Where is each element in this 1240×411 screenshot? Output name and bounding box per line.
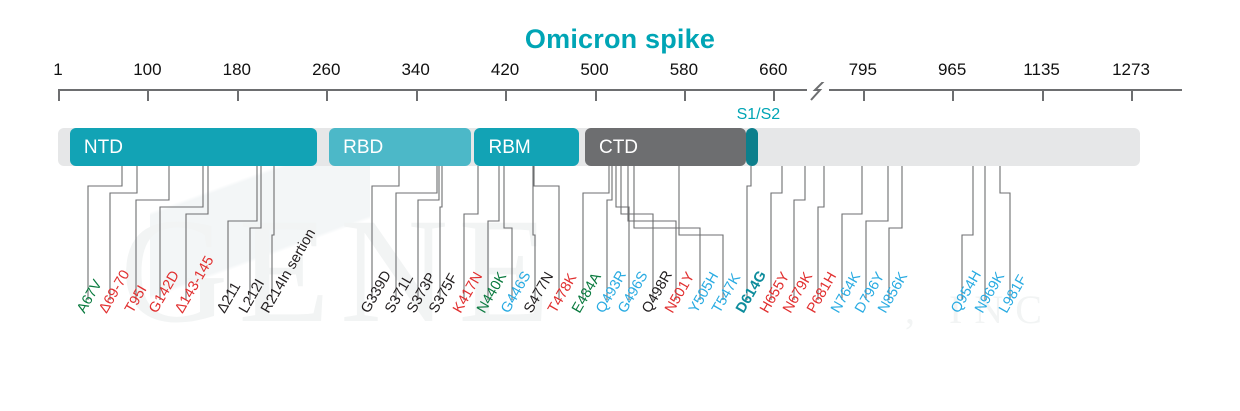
chart-title: Omicron spike xyxy=(524,24,716,54)
axis-tick xyxy=(862,91,865,101)
axis-tick xyxy=(1041,91,1044,101)
leader-line xyxy=(532,166,536,300)
leader-line xyxy=(627,166,677,300)
leader-line xyxy=(770,166,783,300)
axis-tick xyxy=(58,91,60,101)
domain-label-ntd: NTD xyxy=(83,137,123,158)
domain-label-ctd: CTD xyxy=(598,137,639,158)
axis-tick xyxy=(773,91,776,101)
axis-tick xyxy=(415,91,418,101)
leader-line xyxy=(606,166,613,300)
axis-tick-label: 340 xyxy=(401,60,430,79)
s1-s2-cleavage-label: S1/S2 xyxy=(736,106,781,123)
leader-line xyxy=(620,166,654,300)
leader-line xyxy=(109,166,138,300)
axis-tick-label: 965 xyxy=(937,60,967,79)
leader-line xyxy=(961,166,974,300)
axis-tick-label: 500 xyxy=(580,60,609,79)
domain-segment-s1-s2 xyxy=(746,128,759,166)
leader-line xyxy=(633,166,701,300)
leader-line xyxy=(865,166,889,300)
leader-line xyxy=(487,166,500,300)
leader-line xyxy=(888,166,903,300)
axis-tick-label: 1135 xyxy=(1023,60,1060,79)
axis-tick-label: 420 xyxy=(490,60,520,79)
axis-line xyxy=(58,89,1182,91)
axis-tick xyxy=(683,91,686,101)
leader-line xyxy=(841,166,863,300)
axis-tick xyxy=(147,91,150,101)
leader-line xyxy=(87,166,123,300)
leader-line xyxy=(746,166,752,300)
leader-line xyxy=(678,166,724,300)
leader-line xyxy=(533,166,560,300)
domain-segment-ctd xyxy=(584,128,746,166)
axis-tick-label: 660 xyxy=(759,60,788,79)
axis-tick-label: 795 xyxy=(848,60,877,79)
leader-line xyxy=(999,166,1011,300)
axis-tick xyxy=(505,91,508,101)
axis-tick xyxy=(952,91,955,101)
leader-line xyxy=(395,166,438,300)
mutation-label: T95I xyxy=(122,282,151,316)
axis-tick-label: 580 xyxy=(669,60,699,79)
axis-tick xyxy=(594,91,597,101)
leader-line xyxy=(417,166,440,300)
axis-break-icon xyxy=(807,82,830,102)
leader-line xyxy=(371,166,400,300)
leader-line xyxy=(817,166,825,300)
leader-line xyxy=(439,166,443,300)
domain-label-rbm: RBM xyxy=(488,137,531,158)
leader-line xyxy=(463,166,479,300)
domain-segment-rbm xyxy=(474,128,579,166)
axis-tick xyxy=(1131,91,1133,101)
mutation-label: R214In sertion xyxy=(258,226,320,316)
leader-line xyxy=(793,166,806,300)
leader-line xyxy=(503,166,513,300)
leader-line xyxy=(582,166,610,300)
axis-tick-label: 1 xyxy=(53,60,63,79)
axis-tick-label: 1273 xyxy=(1112,60,1150,79)
leader-line xyxy=(615,166,630,300)
mutation-label: Δ143-145 xyxy=(172,253,218,316)
